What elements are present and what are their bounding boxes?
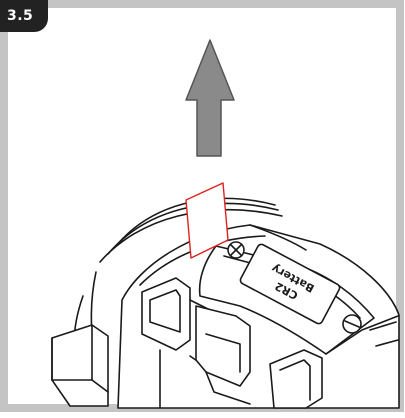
battery-pull-tab bbox=[185, 182, 229, 259]
screw-head-icon bbox=[342, 314, 362, 334]
rear-ring bbox=[115, 197, 276, 247]
up-arrow-icon bbox=[185, 39, 235, 157]
front-clip-center bbox=[195, 305, 251, 387]
battery-label-plate bbox=[239, 243, 341, 325]
step-number: 3.5 bbox=[7, 8, 34, 24]
device-illustration bbox=[51, 197, 400, 409]
housing-body bbox=[117, 224, 400, 409]
step-badge: 3.5 bbox=[0, 0, 48, 32]
screw-head-icon bbox=[227, 241, 245, 259]
